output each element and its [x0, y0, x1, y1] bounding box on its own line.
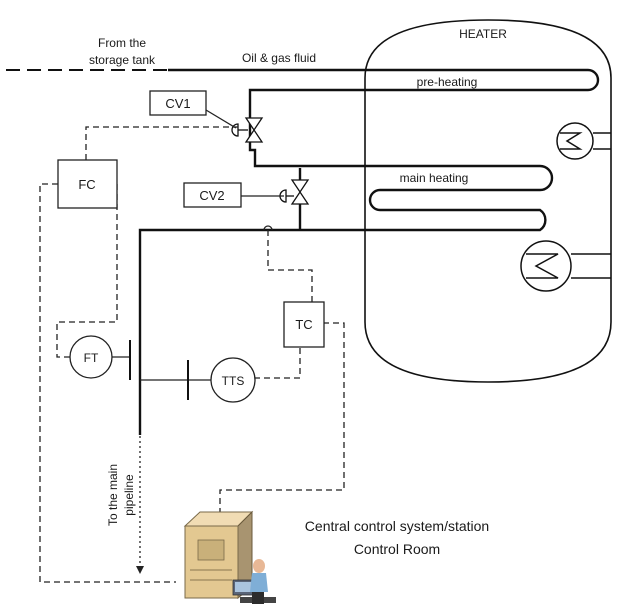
ft-label: FT	[84, 351, 99, 365]
tc-to-central-signal	[219, 322, 345, 512]
tc-cv2-hook	[263, 225, 273, 231]
heater-label: HEATER	[459, 27, 507, 41]
fc-to-ft-signal	[56, 184, 118, 358]
from-storage-label-1: From the	[98, 36, 146, 50]
tts-label: TTS	[222, 374, 245, 388]
to-pipeline-label-1: To the main	[106, 464, 120, 526]
fc-to-cv1-signal	[85, 126, 238, 160]
cv1-label: CV1	[165, 96, 190, 111]
heat-exchanger-icon	[556, 122, 611, 160]
cv2-valve	[279, 179, 310, 205]
fc-to-central-signal	[39, 183, 176, 583]
cv1-valve	[231, 117, 264, 143]
cv1-box	[149, 90, 207, 116]
cv2-label: CV2	[199, 188, 224, 203]
cv2-box	[183, 182, 242, 208]
pre-heating-label: pre-heating	[417, 75, 478, 89]
tc-to-cv2-signal	[267, 230, 313, 302]
heater-vessel	[364, 19, 612, 383]
from-storage-label-2: storage tank	[89, 53, 156, 67]
fc-box	[57, 159, 118, 209]
cv1-leader	[205, 109, 237, 129]
fluid-label: Oil & gas fluid	[242, 51, 316, 65]
heat-exchanger-icon	[520, 240, 611, 292]
central-label-2: Control Room	[354, 541, 440, 557]
operator-icon	[232, 559, 276, 604]
pre-heating-coil	[138, 68, 600, 435]
to-pipeline-label-2: pipeline	[122, 474, 136, 516]
tc-label: TC	[295, 317, 312, 332]
fc-label: FC	[78, 177, 95, 192]
central-label-1: Central control system/station	[305, 518, 489, 534]
tts-circle	[210, 357, 256, 403]
tc-to-tts-signal	[255, 348, 301, 379]
ft-circle	[69, 335, 113, 379]
computer-station-icon	[183, 510, 254, 600]
main-heating-label: main heating	[400, 171, 469, 185]
tc-box	[283, 301, 325, 348]
outlet-arrow-icon	[136, 566, 144, 574]
